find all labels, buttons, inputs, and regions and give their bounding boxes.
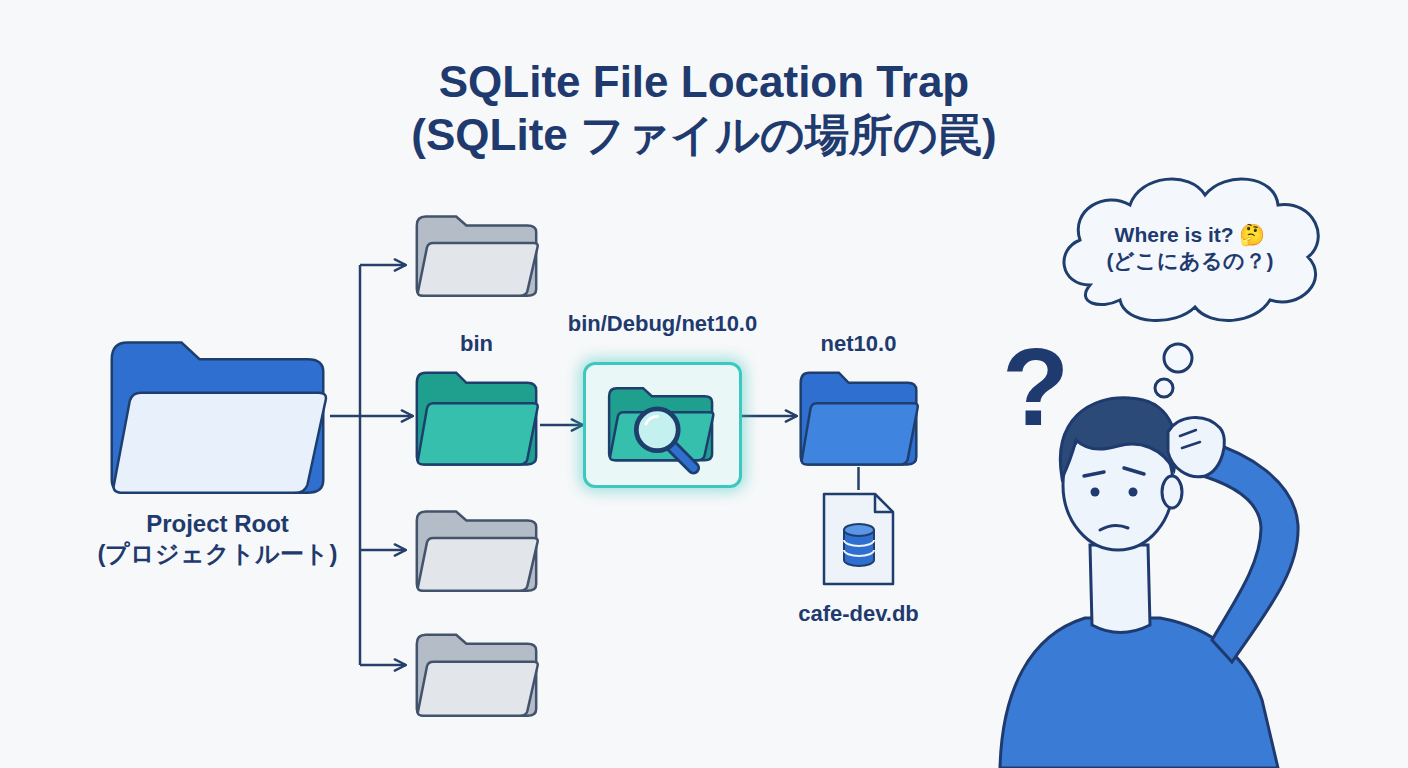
folder-icon (417, 373, 538, 465)
person-eyebrow (1084, 472, 1104, 476)
diagram-title: SQLite File Location Trap (SQLite ファイルの場… (384, 56, 1024, 162)
node-label: Project Root (プロジェクトルート) (88, 509, 348, 569)
folder-icon (112, 343, 326, 493)
question-mark: ? (1002, 332, 1069, 442)
person-hair (1060, 398, 1176, 478)
folder-front (114, 393, 326, 493)
person-eyebrow (1124, 468, 1144, 474)
person-ear (1162, 476, 1182, 508)
root-folder: Project Root (プロジェクトルート) (105, 330, 330, 497)
folder-icon (801, 373, 918, 465)
grey-folder (417, 217, 538, 296)
person-mouth (1100, 525, 1128, 530)
output-folder: net10.0 (797, 365, 920, 467)
node-label: Where is it? 🤔 (どこにあるの？) (1103, 221, 1278, 274)
branch-line (359, 265, 362, 415)
branch-arrow (360, 549, 406, 552)
database-file-shape (820, 490, 897, 588)
person-eye (1129, 488, 1138, 497)
folder-front (418, 538, 538, 591)
lens-glint (646, 416, 657, 424)
connector-line (857, 467, 860, 490)
branch-arrow (360, 664, 406, 667)
branch-arrow (360, 264, 406, 267)
magnifier-handle (671, 445, 694, 468)
database-file: cafe-dev.db (820, 490, 897, 588)
node-label: cafe-dev.db (759, 600, 959, 628)
thought-cloud-shape (1050, 165, 1330, 330)
grey-folder (417, 512, 538, 591)
node-label: net10.0 (779, 330, 939, 358)
person-hand (1168, 417, 1224, 476)
output-folder-shape (797, 365, 920, 467)
database-bands (844, 540, 874, 556)
magnifier-handle (671, 445, 694, 468)
node-label: bin (397, 330, 557, 358)
folder-front (418, 662, 538, 716)
file-sheet (824, 494, 893, 584)
folder-front (802, 403, 918, 464)
flow-arrow (742, 415, 797, 418)
database-top (844, 524, 874, 536)
thought-dot (1164, 344, 1192, 372)
grey-folder (417, 635, 538, 716)
flow-arrow (330, 415, 413, 418)
highlight-folder: bin/Debug/net10.0 (583, 362, 742, 488)
highlight-folder-shape (586, 365, 739, 485)
flow-arrow (540, 424, 583, 427)
person-eye (1091, 488, 1100, 497)
person-arm (1196, 442, 1298, 662)
thought-dot (1155, 379, 1173, 397)
bin-folder: bin (413, 365, 540, 467)
thought-cloud: Where is it? 🤔 (どこにあるの？) (1050, 165, 1330, 330)
bin-folder-shape (413, 365, 540, 467)
folder-front (418, 243, 538, 296)
cloud-outline (1064, 179, 1318, 321)
node-label: bin/Debug/net10.0 (533, 310, 793, 338)
magnifier-lens (636, 409, 678, 451)
file-fold (875, 494, 893, 512)
person-fingers (1180, 430, 1200, 448)
branch-line (359, 415, 362, 665)
root-folder-shape (105, 330, 330, 497)
folder-icon (609, 388, 713, 460)
person-neck (1090, 545, 1150, 633)
folder-front (418, 403, 538, 464)
